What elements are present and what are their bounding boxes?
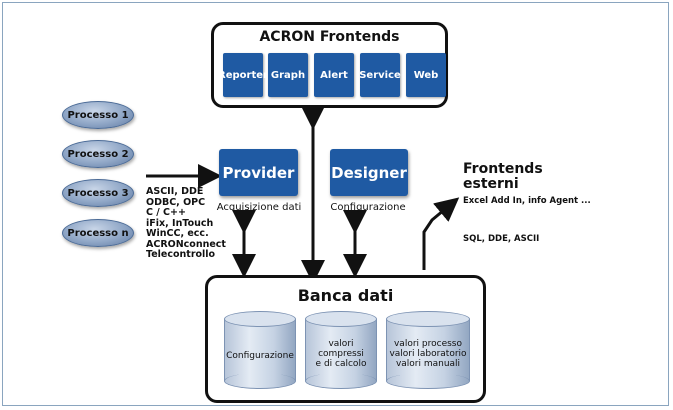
protocol-item: Telecontrollo	[146, 249, 216, 260]
cylinder-label: Configurazione	[226, 351, 294, 361]
external-protocols-line: SQL, DDE, ASCII	[463, 234, 540, 244]
reporter-button[interactable]: Reporter	[218, 53, 268, 97]
config-cylinder: Configurazione	[224, 311, 296, 389]
external-tools-line: Excel Add In, info Agent ...	[463, 196, 591, 206]
protocol-item: iFix, InTouch	[146, 217, 214, 229]
external-title-line-1: Frontends	[463, 161, 543, 177]
graph-button[interactable]: Graph	[268, 53, 308, 97]
cylinder-label: valori	[328, 339, 354, 349]
process-2: Processo 2	[62, 140, 134, 168]
process-values-cylinder: valori processo valori laboratorio valor…	[386, 311, 470, 389]
protocol-item: ODBC, OPC	[146, 196, 206, 208]
alert-button[interactable]: Alert	[314, 53, 354, 97]
web-button[interactable]: Web	[406, 53, 446, 97]
provider-caption: Acquisizione dati	[216, 202, 302, 213]
database-title: Banca dati	[297, 286, 394, 305]
external-title-line-2: esterni	[463, 176, 519, 192]
acron-frontends-box: ACRON Frontends Reporter Graph Alert Ser…	[211, 22, 448, 108]
protocol-item: C / C++	[146, 207, 186, 218]
process-3: Processo 3	[62, 179, 134, 207]
arrow-database-external	[422, 197, 460, 270]
protocol-item: WinCC, ecc.	[146, 228, 209, 239]
protocol-list: ASCII, DDE ODBC, OPC C / C++ iFix, InTou…	[146, 186, 226, 261]
acron-frontends-title: ACRON Frontends	[259, 29, 400, 45]
external-frontends-title: Frontends esterni	[463, 162, 543, 192]
protocol-item: ASCII, DDE	[146, 186, 204, 197]
cylinder-label: valori laboratorio	[389, 349, 467, 359]
cylinder-label: e di calcolo	[315, 359, 367, 369]
compressed-values-cylinder: valori compressi e di calcolo	[305, 311, 377, 389]
diagram-frame	[2, 2, 669, 406]
designer-button[interactable]: Designer	[330, 149, 408, 196]
designer-caption: Configurazione	[330, 202, 406, 213]
cylinder-label: compressi	[318, 349, 364, 359]
protocol-item: ACRONconnect	[146, 238, 226, 250]
database-box: Banca dati Configurazione valori compres…	[205, 275, 486, 403]
provider-button[interactable]: Provider	[219, 149, 298, 196]
process-1: Processo 1	[62, 101, 134, 129]
service-button[interactable]: Service	[359, 53, 401, 97]
cylinder-label: valori manuali	[395, 359, 461, 369]
process-n: Processo n	[62, 219, 134, 247]
cylinder-label: valori processo	[393, 339, 462, 349]
